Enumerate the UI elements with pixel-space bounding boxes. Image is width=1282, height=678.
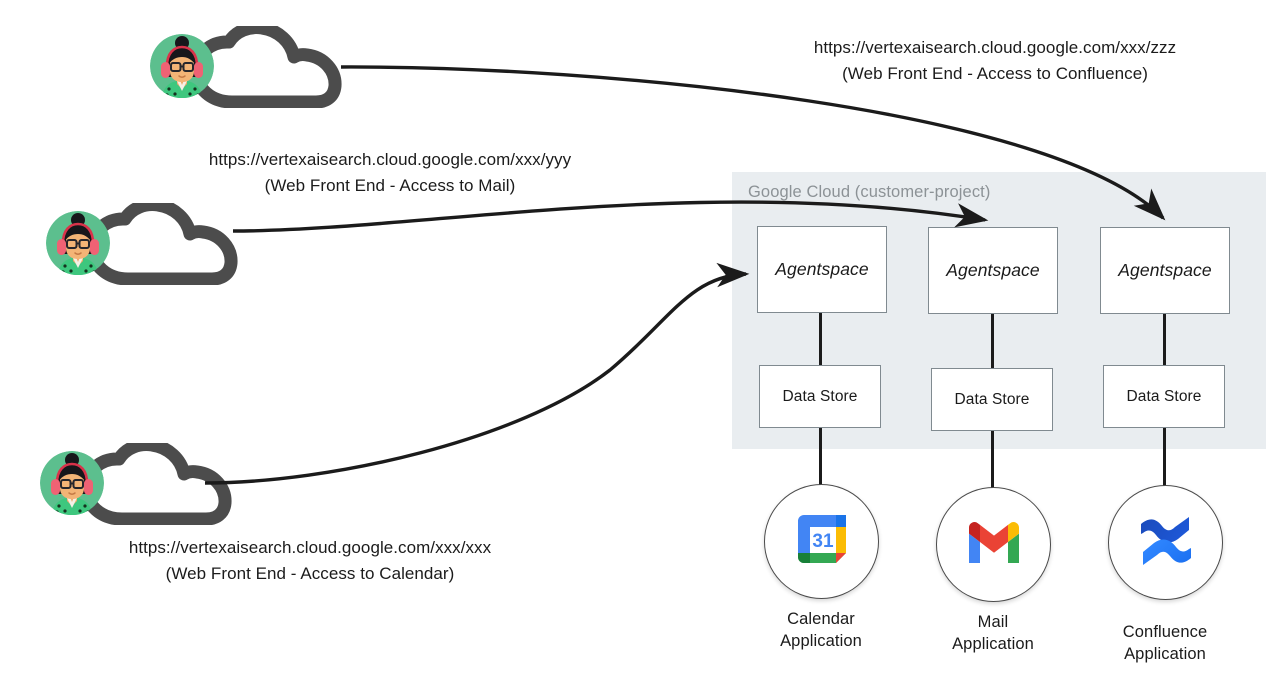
google-calendar-icon: 31 (790, 507, 854, 576)
datastore-box-label: Data Store (954, 390, 1030, 408)
app-label-line1: Calendar (787, 610, 855, 628)
agentspace-box-label: Agentspace (946, 260, 1040, 280)
app-label-calendar: Calendar Application (731, 608, 911, 653)
agentspace-box-mail[interactable]: Agentspace (928, 227, 1058, 314)
datastore-box-mail[interactable]: Data Store (931, 368, 1053, 431)
url-caption-calendar: https://vertexaisearch.cloud.google.com/… (70, 535, 550, 588)
connector-agentspace-datastore-calendar (819, 311, 823, 367)
datastore-box-label: Data Store (782, 387, 858, 405)
app-label-line2: Application (1124, 645, 1206, 664)
url-text: https://vertexaisearch.cloud.google.com/… (128, 538, 492, 557)
app-label-mail: Mail Application (903, 611, 1083, 656)
url-subtext: (Web Front End - Access to Confluence) (842, 64, 1148, 84)
datastore-box-calendar[interactable]: Data Store (759, 365, 881, 428)
datastore-box-label: Data Store (1126, 387, 1202, 405)
url-subtext: (Web Front End - Access to Mail) (264, 176, 516, 196)
app-label-line2: Application (952, 635, 1034, 654)
connector-agentspace-datastore-confluence (1163, 313, 1167, 367)
url-text: https://vertexaisearch.cloud.google.com/… (813, 38, 1177, 57)
app-circle-confluence[interactable] (1108, 485, 1223, 600)
agentspace-box-calendar[interactable]: Agentspace (757, 226, 887, 313)
google-cloud-container-label: Google Cloud (customer-project) (748, 183, 991, 201)
app-label-line1: Mail (977, 613, 1009, 631)
gmail-icon (964, 519, 1024, 570)
app-label-confluence: Confluence Application (1075, 621, 1255, 666)
datastore-box-confluence[interactable]: Data Store (1103, 365, 1225, 428)
connector-agentspace-datastore-mail (991, 313, 995, 369)
app-circle-calendar[interactable]: 31 (764, 484, 879, 599)
app-label-line1: Confluence (1122, 623, 1208, 641)
agentspace-box-label: Agentspace (775, 259, 869, 279)
url-subtext: (Web Front End - Access to Calendar) (165, 564, 455, 584)
user-avatar-woman-headset (46, 211, 110, 275)
url-caption-confluence: https://vertexaisearch.cloud.google.com/… (755, 35, 1235, 88)
user-avatar-woman-headset (150, 34, 214, 98)
confluence-icon (1137, 514, 1195, 571)
url-text: https://vertexaisearch.cloud.google.com/… (208, 150, 572, 169)
connector-datastore-app-mail (991, 429, 995, 489)
app-circle-mail[interactable] (936, 487, 1051, 602)
user-avatar-woman-headset (40, 451, 104, 515)
svg-text:31: 31 (812, 531, 834, 552)
agentspace-box-label: Agentspace (1118, 260, 1212, 280)
agentspace-box-confluence[interactable]: Agentspace (1100, 227, 1230, 314)
arrow-user-calendar (204, 262, 750, 485)
app-label-line2: Application (780, 632, 862, 651)
connector-datastore-app-confluence (1163, 427, 1167, 487)
url-caption-mail: https://vertexaisearch.cloud.google.com/… (150, 147, 630, 200)
connector-datastore-app-calendar (819, 426, 823, 486)
